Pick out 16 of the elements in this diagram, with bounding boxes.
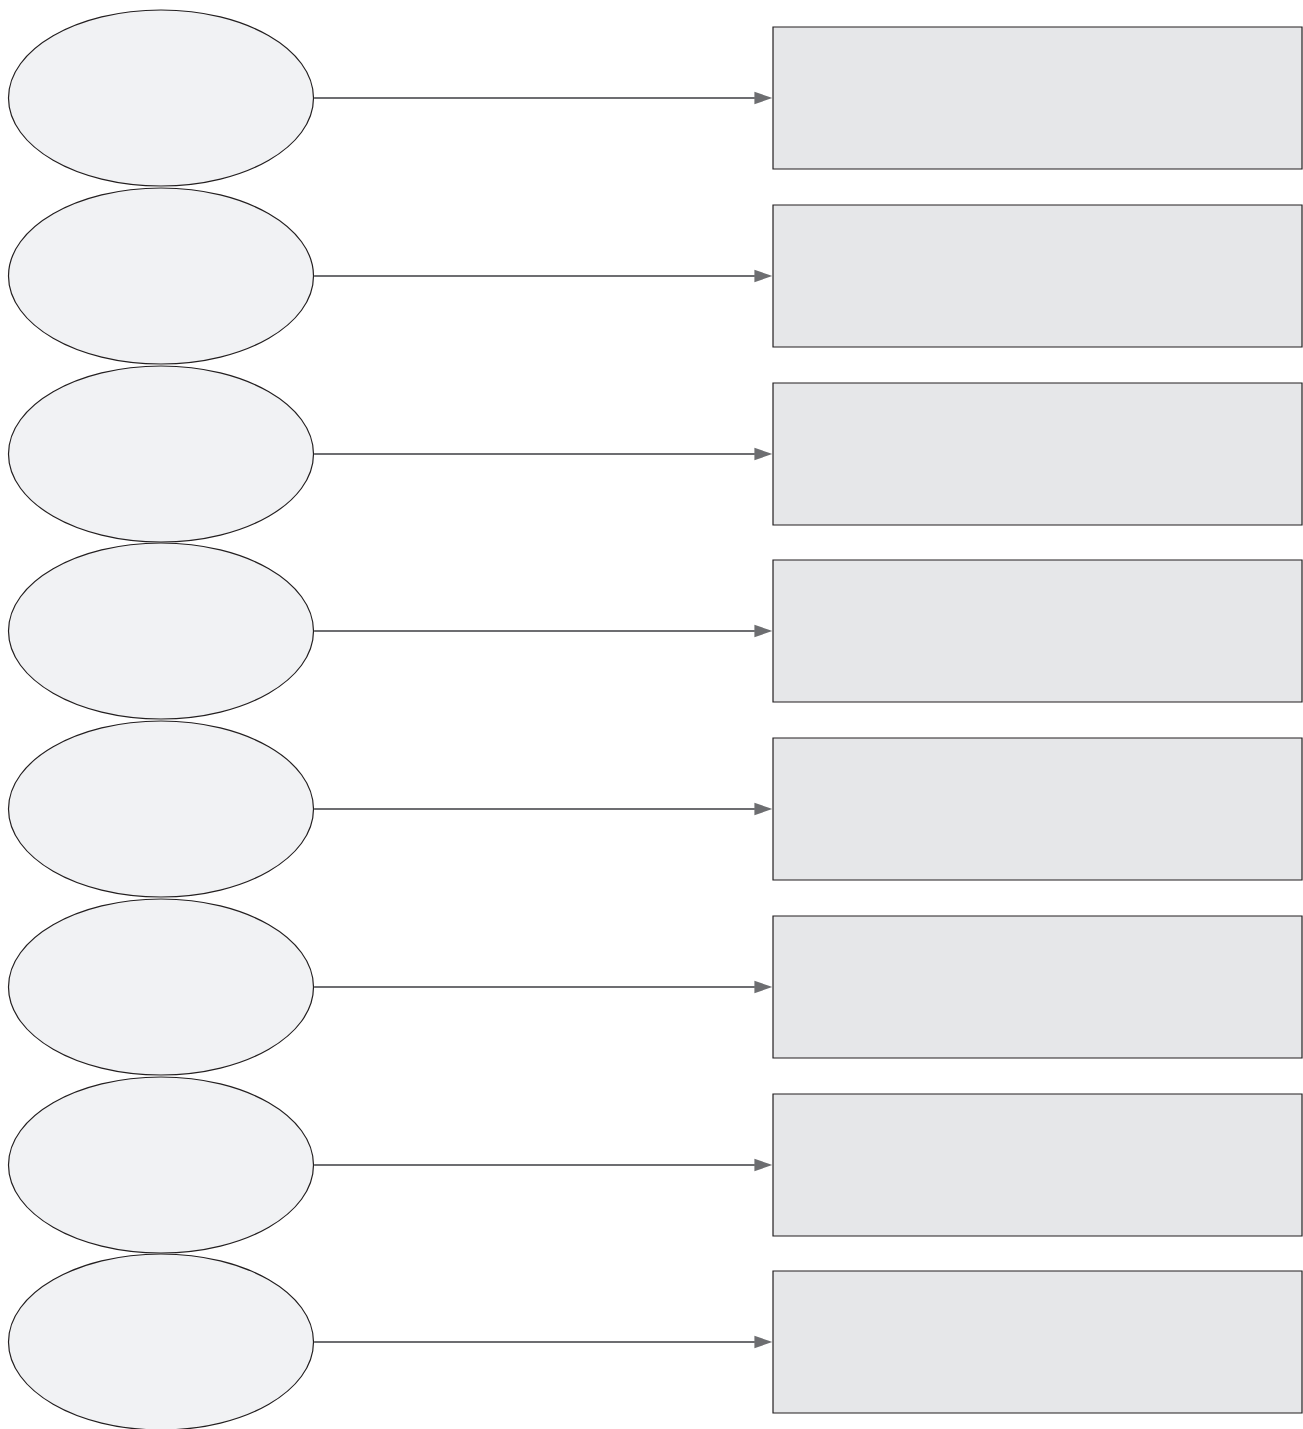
rectangle-box [772, 1270, 1303, 1414]
rectangle-box [772, 737, 1303, 881]
oval-shape [7, 720, 315, 898]
oval-shape [7, 1253, 315, 1429]
rectangle-box [772, 915, 1303, 1059]
rectangle-box [772, 204, 1303, 348]
oval-shape [7, 1076, 315, 1254]
oval-shape [7, 187, 315, 365]
rectangle-box [772, 382, 1303, 526]
rectangle-box [772, 26, 1303, 170]
rectangle-box [772, 1093, 1303, 1237]
oval-shape [7, 9, 315, 187]
rectangle-box [772, 559, 1303, 703]
oval-shape [7, 898, 315, 1076]
oval-shape [7, 542, 315, 720]
oval-shape [7, 365, 315, 543]
